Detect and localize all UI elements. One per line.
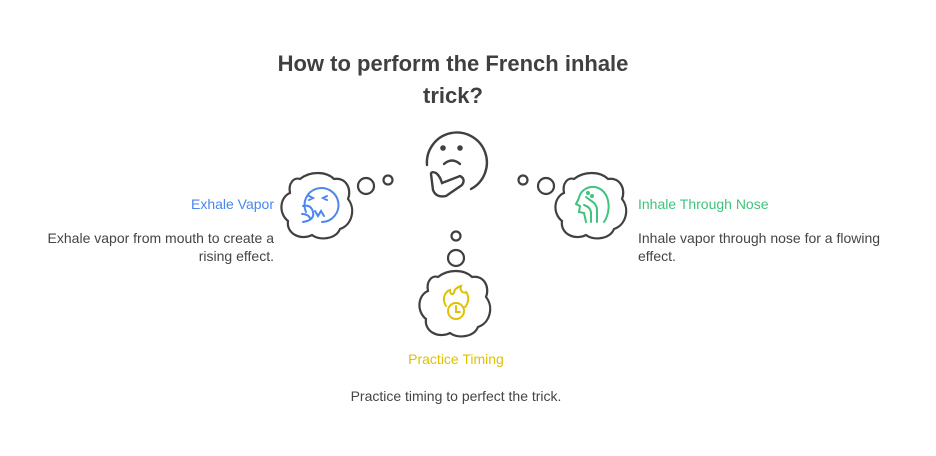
exhale-description: Exhale vapor from mouth to create a risi… bbox=[47, 230, 274, 264]
diagram-title: How to perform the French inhale trick? bbox=[277, 51, 629, 108]
thought-bubbles bbox=[356, 174, 556, 268]
exhale-cloud bbox=[280, 171, 354, 240]
sneezing-face-icon bbox=[301, 187, 340, 223]
timing-cloud bbox=[418, 269, 492, 338]
inhale-cloud bbox=[554, 171, 628, 240]
thinking-face-icon bbox=[425, 131, 489, 198]
exhale-label: Exhale Vapor bbox=[190, 196, 274, 212]
timing-label: Practice Timing bbox=[408, 351, 504, 367]
timing-description: Practice timing to perfect the trick. bbox=[350, 388, 562, 404]
inhale-label: Inhale Through Nose bbox=[638, 196, 769, 212]
inhale-description: Inhale vapor through nose for a flowing … bbox=[638, 230, 881, 264]
head-nose-icon bbox=[574, 185, 610, 223]
fire-clock-icon bbox=[442, 284, 470, 320]
